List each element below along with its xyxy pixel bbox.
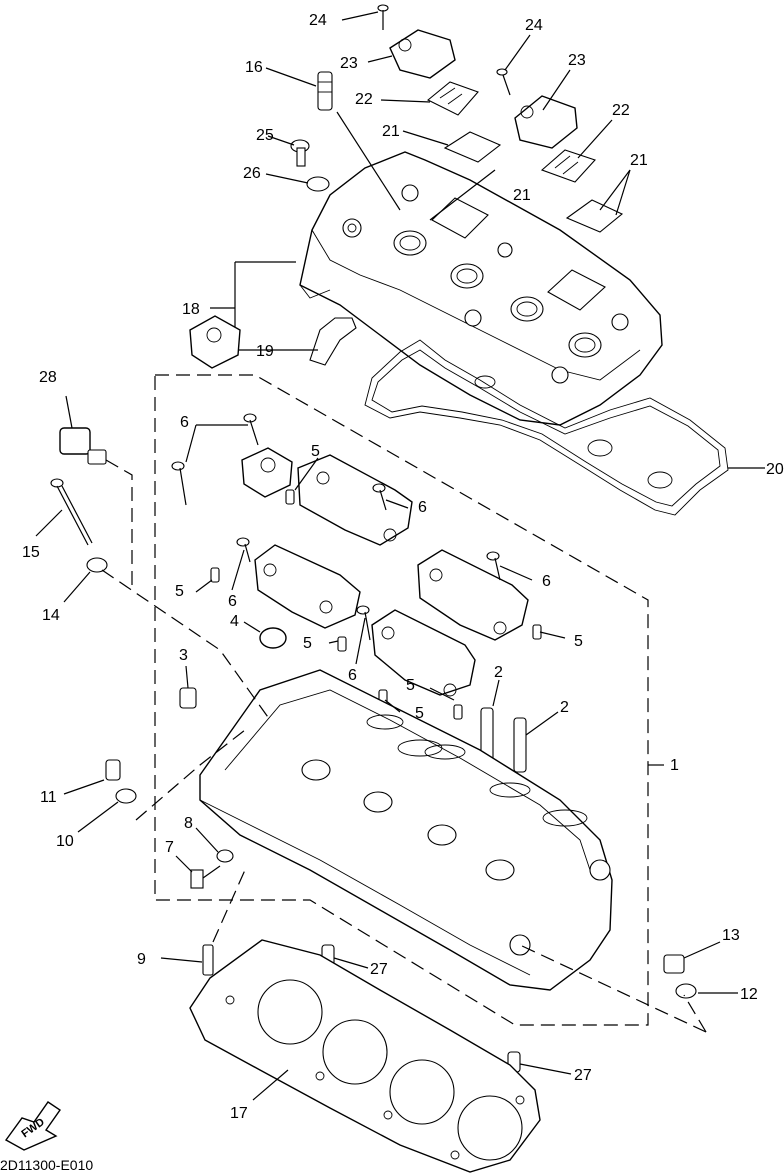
washer-part-8 xyxy=(216,849,234,863)
washer-part-14 xyxy=(86,557,108,573)
callout-21-left: 21 xyxy=(382,123,400,140)
callout-21-center: 21 xyxy=(513,187,531,204)
callout-23-right: 23 xyxy=(568,52,586,69)
plug-part-4 xyxy=(259,627,287,649)
cover-gasket xyxy=(364,339,729,516)
callout-22-right: 22 xyxy=(612,102,630,119)
bracket-part-19 xyxy=(309,317,357,366)
callout-9: 9 xyxy=(137,951,146,968)
callout-27-bottom: 27 xyxy=(574,1067,592,1084)
callout-5-a: 5 xyxy=(311,443,320,460)
callout-10: 10 xyxy=(56,833,74,850)
plug-part-16 xyxy=(317,71,333,111)
callout-6-d: 6 xyxy=(542,573,551,590)
reed-21-left xyxy=(443,131,502,163)
cam-cap-6 xyxy=(371,609,476,697)
bolt-24-left xyxy=(377,4,389,30)
cam-cap-3 xyxy=(297,454,413,546)
bolt-part-13 xyxy=(663,954,685,974)
callout-18: 18 xyxy=(182,301,200,318)
stud-part-9 xyxy=(202,944,214,976)
callout-4: 4 xyxy=(230,613,239,630)
cam-cap-2 xyxy=(189,315,241,369)
bolt-part-15 xyxy=(50,478,93,546)
cam-cap-4 xyxy=(254,544,361,629)
callout-5-f: 5 xyxy=(415,705,424,722)
callout-13: 13 xyxy=(722,927,740,944)
bolt-part-7 xyxy=(190,865,221,889)
callout-2-a: 2 xyxy=(494,664,503,681)
cylinder-head-assembly-outline xyxy=(154,374,649,1026)
callout-24-top: 24 xyxy=(309,12,327,29)
callout-16: 16 xyxy=(245,59,263,76)
cylinder-head-cover xyxy=(299,151,663,426)
callout-1: 1 xyxy=(670,757,679,774)
callout-5-e: 5 xyxy=(406,677,415,694)
breather-cover-23-right xyxy=(514,95,578,149)
studs-part-2 xyxy=(480,707,527,773)
washer-part-10 xyxy=(115,788,137,804)
callout-22-left: 22 xyxy=(355,91,373,108)
part-11 xyxy=(105,759,121,781)
callout-15: 15 xyxy=(22,544,40,561)
callout-5-b: 5 xyxy=(175,583,184,600)
bolt-part-28 xyxy=(59,427,107,465)
callout-6-a: 6 xyxy=(180,414,189,431)
callout-28: 28 xyxy=(39,369,57,386)
callout-25: 25 xyxy=(256,127,274,144)
washer-part-12 xyxy=(675,983,697,999)
callout-20: 20 xyxy=(766,461,784,478)
washer-part-26 xyxy=(306,176,330,192)
callout-6-b: 6 xyxy=(418,499,427,516)
callout-6-c: 6 xyxy=(228,593,237,610)
callout-8: 8 xyxy=(184,815,193,832)
head-gasket xyxy=(189,939,541,1173)
cam-cap-5 xyxy=(417,549,529,641)
callout-11: 11 xyxy=(40,789,57,806)
bolt-24-right xyxy=(496,68,511,96)
callout-14: 14 xyxy=(42,607,60,624)
sleeve-part-3 xyxy=(179,687,197,709)
callout-6-e: 6 xyxy=(348,667,357,684)
callout-7: 7 xyxy=(165,839,174,856)
cam-cap-1 xyxy=(241,447,293,498)
callout-12: 12 xyxy=(740,986,758,1003)
plate-22-left xyxy=(426,81,479,116)
callout-24-right: 24 xyxy=(525,17,543,34)
callout-5-c: 5 xyxy=(574,633,583,650)
breather-cover-23-left xyxy=(389,29,456,79)
cylinder-head xyxy=(199,669,613,991)
plate-22-right xyxy=(540,149,596,183)
callout-3: 3 xyxy=(179,647,188,664)
callout-labels: 24 24 23 23 16 22 22 21 21 21 25 26 18 1… xyxy=(22,12,784,1122)
callout-5-d: 5 xyxy=(303,635,312,652)
callout-17: 17 xyxy=(230,1105,248,1122)
reed-21-right xyxy=(565,199,624,233)
callout-21-right: 21 xyxy=(630,152,648,169)
forward-direction-arrow: FWD xyxy=(4,1101,61,1151)
callout-23-left: 23 xyxy=(340,55,358,72)
cam-cap-bolts xyxy=(171,413,501,641)
callout-26: 26 xyxy=(243,165,261,182)
callout-27-top: 27 xyxy=(370,961,388,978)
callout-19: 19 xyxy=(256,343,274,360)
bolt-part-25 xyxy=(290,139,310,167)
diagram-code: 2D11300-E010 xyxy=(0,1157,93,1173)
callout-2-b: 2 xyxy=(560,699,569,716)
